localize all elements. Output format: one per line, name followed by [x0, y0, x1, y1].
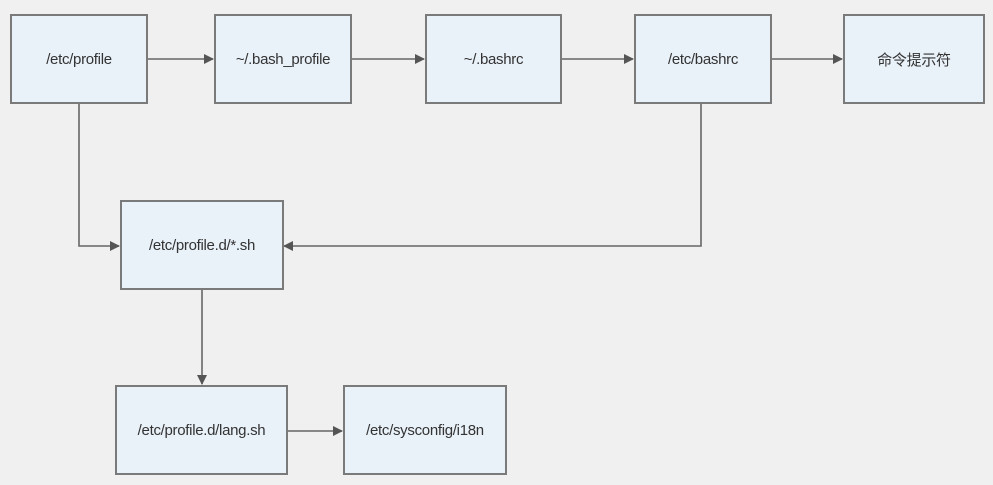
node-label: /etc/sysconfig/i18n [366, 421, 484, 439]
node-prompt: 命令提示符 [843, 14, 985, 104]
node-label: ~/.bash_profile [235, 50, 331, 68]
node-label: /etc/profile.d/lang.sh [137, 421, 266, 439]
node-etc-profile: /etc/profile [10, 14, 148, 104]
arrow-profile-to-profile-d [78, 103, 120, 251]
node-label: /etc/profile.d/*.sh [148, 236, 256, 254]
node-bashrc-home: ~/.bashrc [425, 14, 562, 104]
node-etc-bashrc: /etc/bashrc [634, 14, 772, 104]
node-lang-sh: /etc/profile.d/lang.sh [115, 385, 288, 475]
node-profile-d: /etc/profile.d/*.sh [120, 200, 284, 290]
node-label: /etc/bashrc [667, 50, 739, 68]
node-label: /etc/profile [46, 50, 112, 68]
node-bash-profile: ~/.bash_profile [214, 14, 352, 104]
node-label: ~/.bashrc [463, 50, 524, 68]
node-label: 命令提示符 [877, 51, 951, 69]
node-i18n: /etc/sysconfig/i18n [343, 385, 507, 475]
arrow-etc-bashrc-to-profile-d [283, 103, 702, 251]
